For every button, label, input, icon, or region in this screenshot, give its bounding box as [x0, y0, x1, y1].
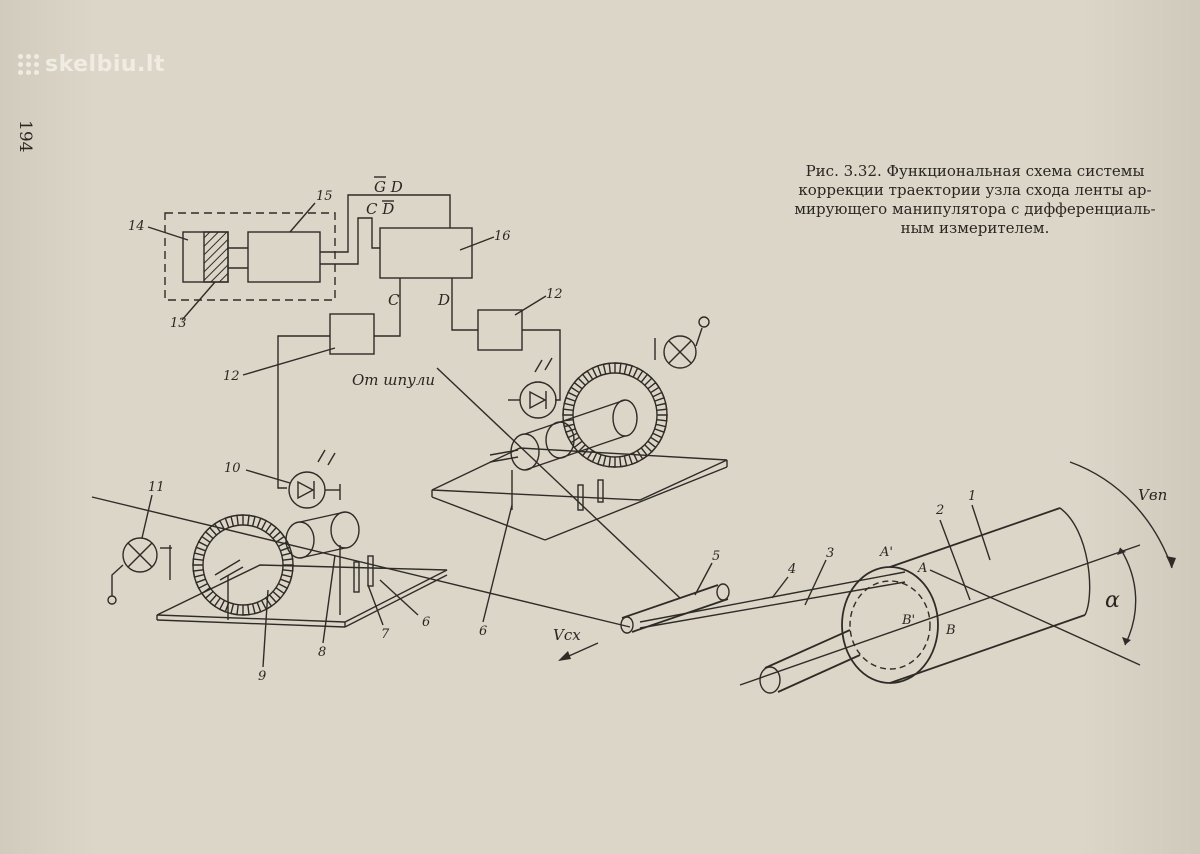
callout-2: 2 — [935, 503, 944, 518]
label-b: B — [945, 623, 956, 638]
label-alpha: α — [1105, 588, 1120, 613]
callout-1: 1 — [968, 489, 976, 504]
figure-caption: Рис. 3.32. Функциональная схема системы … — [780, 162, 1170, 238]
mandrel-body — [889, 507, 1061, 568]
v-cx-arrow-head-icon — [558, 651, 571, 661]
light-arrow-icon-right — [544, 357, 553, 371]
photodiode-right — [519, 381, 557, 419]
wire-cd — [320, 217, 380, 265]
rotation-arrow — [1069, 461, 1173, 569]
tape-direction-line — [929, 569, 1141, 666]
callout-14: 14 — [128, 219, 145, 234]
block-13-hatched — [203, 231, 229, 283]
gear-tooth-ring — [562, 362, 668, 468]
callout-15: 15 — [316, 189, 333, 204]
tape-strip-left — [91, 496, 631, 628]
watermark: skelbiu.lt — [18, 52, 165, 77]
label-cd: C D — [366, 200, 394, 218]
wire-d — [451, 278, 478, 331]
wire-12-to-10 — [277, 335, 330, 489]
block-15 — [247, 231, 321, 283]
wire-12-to-photodiode — [522, 329, 561, 401]
rotation-arrow-head-icon — [1166, 556, 1176, 568]
callout-7: 7 — [381, 627, 390, 642]
callout-5: 5 — [712, 549, 720, 564]
label-d: D — [437, 291, 450, 309]
callout-12-left: 12 — [223, 369, 240, 384]
caption-line-4: ным измерителем. — [900, 219, 1050, 237]
lamp-right-icon — [663, 335, 697, 369]
gear-teeth — [192, 362, 668, 616]
callout-6-right: 6 — [479, 624, 487, 639]
wire-gd — [320, 194, 451, 253]
right-base-plate — [431, 447, 728, 501]
gear-tooth-ring — [192, 514, 294, 616]
callout-10: 10 — [224, 461, 241, 476]
guide-roller-5 — [621, 584, 719, 619]
callout-6-left: 6 — [422, 615, 430, 630]
right-slit — [577, 484, 584, 511]
left-optic-cylinder — [285, 521, 315, 559]
watermark-dots-icon — [18, 54, 39, 75]
callout-9: 9 — [258, 669, 266, 684]
shaft — [764, 629, 851, 669]
watermark-text: skelbiu.lt — [45, 52, 165, 77]
photodiode-10 — [288, 471, 326, 509]
left-base-plate — [156, 564, 448, 623]
caption-line-2: коррекции траектории узла схода ленты ар… — [798, 181, 1152, 199]
label-from-spindle: От шпули — [352, 371, 435, 389]
caption-line-3: мирующего манипулятора с дифференциаль- — [794, 200, 1156, 218]
tape-4 — [639, 581, 906, 629]
caption-line-1: Рис. 3.32. Функциональная схема системы — [805, 162, 1145, 180]
from-spindle-line — [436, 367, 681, 599]
label-v-ep: Vвп — [1138, 486, 1167, 504]
callout-12-right: 12 — [546, 287, 563, 302]
dashed-unit-boundary — [164, 212, 336, 301]
left-slit — [353, 561, 360, 593]
callout-11: 11 — [148, 480, 165, 495]
label-c: C — [388, 291, 400, 309]
angle-arc — [1119, 547, 1137, 646]
callout-8: 8 — [318, 645, 326, 660]
label-a-prime: A' — [879, 545, 893, 560]
label-b-prime: B' — [901, 613, 915, 628]
label-gd: G D — [374, 178, 403, 196]
mandrel-axis — [739, 544, 1141, 686]
block-12-right — [477, 309, 523, 351]
label-a: A — [917, 561, 927, 576]
label-v-cx: Vсх — [553, 626, 581, 644]
wire-c — [374, 278, 401, 337]
light-arrow-icon — [317, 449, 326, 463]
lamp-11-icon — [122, 537, 158, 573]
block-12-left — [329, 313, 375, 355]
block-16 — [379, 227, 473, 279]
callout-16: 16 — [494, 229, 511, 244]
callout-3: 3 — [826, 546, 834, 561]
callout-4: 4 — [787, 562, 796, 577]
